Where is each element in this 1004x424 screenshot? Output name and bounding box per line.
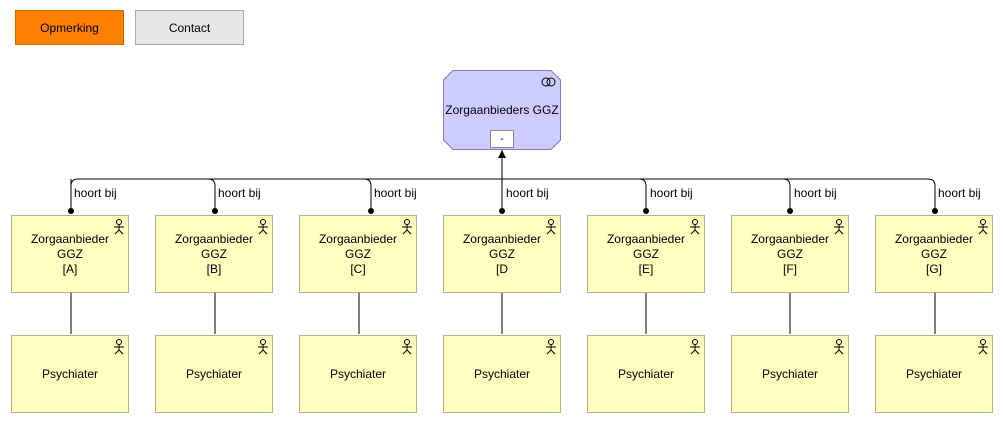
actor-icon [402, 339, 412, 355]
provider-name: Zorgaanbieder [606, 231, 686, 246]
relation-dot-b [212, 208, 218, 214]
provider-type: GGZ [921, 246, 947, 261]
provider-type: GGZ [633, 246, 659, 261]
relation-label-d: hoort bij [506, 186, 549, 200]
collapse-button[interactable]: - [490, 130, 514, 148]
actor-icon [978, 339, 988, 355]
actor-icon [978, 219, 988, 235]
provider-node-f[interactable]: Zorgaanbieder GGZ [F] [731, 215, 849, 293]
relation-corner-e [638, 178, 647, 187]
relation-label-f: hoort bij [794, 186, 837, 200]
provider-type: GGZ [777, 246, 803, 261]
actor-icon [114, 339, 124, 355]
provider-name: Zorgaanbieder [894, 231, 974, 246]
provider-code: [B] [206, 261, 222, 276]
provider-type: GGZ [201, 246, 227, 261]
hub-outline [443, 70, 561, 150]
provider-type: GGZ [57, 246, 83, 261]
role-label: Psychiater [473, 366, 531, 381]
provider-name: Zorgaanbieder [462, 231, 542, 246]
remark-button-label: Opmerking [40, 20, 99, 35]
relation-arrowhead [498, 150, 506, 158]
role-label: Psychiater [761, 366, 819, 381]
actor-icon [114, 219, 124, 235]
relation-label-b: hoort bij [218, 186, 261, 200]
provider-node-c[interactable]: Zorgaanbieder GGZ [C] [299, 215, 417, 293]
relation-dot-g [932, 208, 938, 214]
actor-icon [690, 219, 700, 235]
actor-icon [834, 219, 844, 235]
relation-label-e: hoort bij [650, 186, 693, 200]
relation-corner-f [782, 178, 791, 187]
provider-node-e[interactable]: Zorgaanbieder GGZ [E] [587, 215, 705, 293]
role-label: Psychiater [185, 366, 243, 381]
actor-icon [834, 339, 844, 355]
provider-code: [A] [62, 261, 78, 276]
provider-type: GGZ [345, 246, 371, 261]
provider-name: Zorgaanbieder [30, 231, 110, 246]
provider-type: GGZ [489, 246, 515, 261]
role-node-e[interactable]: Psychiater [587, 335, 705, 413]
provider-name: Zorgaanbieder [174, 231, 254, 246]
role-node-a[interactable]: Psychiater [11, 335, 129, 413]
role-label: Psychiater [905, 366, 963, 381]
role-node-f[interactable]: Psychiater [731, 335, 849, 413]
provider-code: [F] [783, 261, 797, 276]
role-node-g[interactable]: Psychiater [875, 335, 993, 413]
relation-corner-b [207, 178, 216, 187]
provider-node-d[interactable]: Zorgaanbieder GGZ [D [443, 215, 561, 293]
provider-name: Zorgaanbieder [750, 231, 830, 246]
relation-dot-f [787, 208, 793, 214]
provider-code: [D [496, 261, 508, 276]
provider-code: [C] [350, 261, 366, 276]
provider-code: [G] [925, 261, 942, 276]
hub-title: Zorgaanbieders GGZ [445, 103, 559, 117]
relation-label-g: hoort bij [938, 186, 981, 200]
relation-corner-c [363, 178, 372, 187]
role-node-d[interactable]: Psychiater [443, 335, 561, 413]
relation-label-a: hoort bij [74, 186, 117, 200]
relation-dot-a [68, 208, 74, 214]
provider-node-a[interactable]: Zorgaanbieder GGZ [A] [11, 215, 129, 293]
relation-dot-c [368, 208, 374, 214]
relation-label-c: hoort bij [374, 186, 417, 200]
actor-icon [402, 219, 412, 235]
contact-button-label: Contact [168, 20, 211, 35]
relation-dot-e [643, 208, 649, 214]
actor-icon [258, 339, 268, 355]
role-node-b[interactable]: Psychiater [155, 335, 273, 413]
provider-node-g[interactable]: Zorgaanbieder GGZ [G] [875, 215, 993, 293]
remark-button[interactable]: Opmerking [15, 10, 124, 45]
actor-icon [546, 219, 556, 235]
provider-code: [E] [638, 261, 654, 276]
relation-dot-d [499, 208, 505, 214]
contact-button[interactable]: Contact [135, 10, 244, 45]
actor-icon [690, 339, 700, 355]
actor-icon [546, 339, 556, 355]
collaboration-icon [541, 77, 556, 87]
provider-node-b[interactable]: Zorgaanbieder GGZ [B] [155, 215, 273, 293]
role-label: Psychiater [617, 366, 675, 381]
role-node-c[interactable]: Psychiater [299, 335, 417, 413]
actor-icon [258, 219, 268, 235]
role-label: Psychiater [329, 366, 387, 381]
role-label: Psychiater [41, 366, 99, 381]
provider-name: Zorgaanbieder [318, 231, 398, 246]
